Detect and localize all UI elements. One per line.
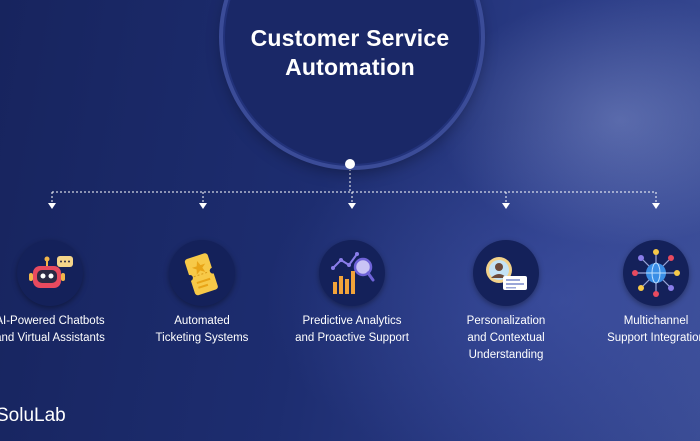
hub-title: Customer Service Automation (250, 25, 450, 80)
node-chatbots-label: AI-Powered Chatbots and Virtual Assistan… (0, 315, 105, 344)
node-multichannel-label: Multichannel Support Integration (607, 315, 700, 344)
robot-chatbot-icon (29, 256, 73, 288)
node-multichannel-circle (623, 240, 689, 306)
network-globe-icon (632, 249, 680, 297)
hub-connector-dot (345, 159, 355, 169)
node-personalization-label: Personalization and Contextual Understan… (466, 315, 546, 361)
node-chatbots-circle (17, 240, 83, 306)
node-analytics-circle (319, 240, 385, 306)
user-profile-icon (486, 257, 527, 290)
node-ticketing-circle (169, 240, 235, 306)
brand-logo-text: SoluLab (0, 405, 66, 426)
ticket-icon (184, 253, 218, 296)
node-analytics-label: Predictive Analytics and Proactive Suppo… (295, 315, 409, 344)
node-ticketing-label: Automated Ticketing Systems (155, 315, 249, 344)
analytics-chart-icon (331, 252, 375, 294)
node-personalization-circle (473, 240, 539, 306)
